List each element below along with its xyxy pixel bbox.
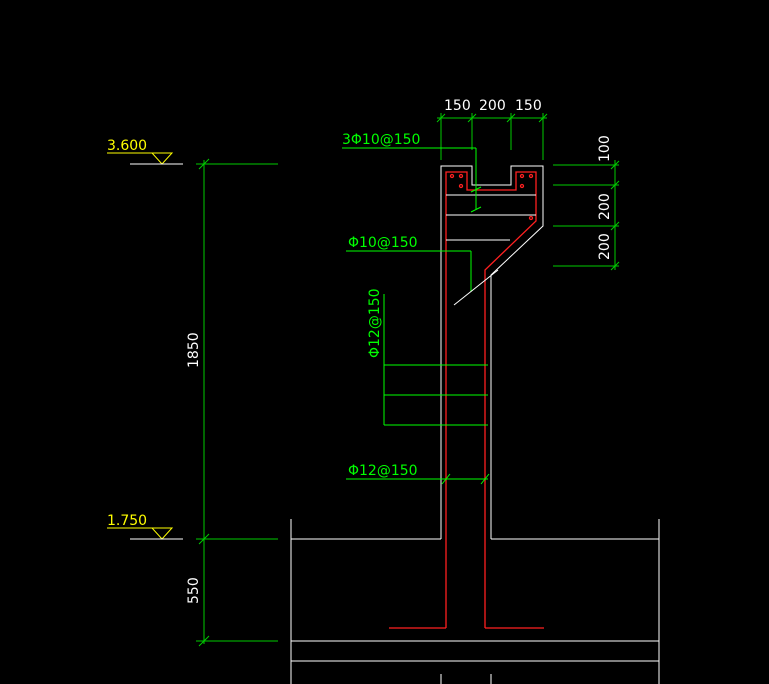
right-dimension-lines: [553, 160, 620, 271]
rebar-label-vertical: Φ12@150: [367, 288, 383, 358]
label-top-bars: [342, 147, 482, 213]
right-dim-200-lower: 200: [597, 233, 613, 260]
label-stirrup: [346, 250, 472, 292]
label-vertical-bars: [383, 294, 488, 426]
rebar-label-stirrup: Φ10@150: [348, 235, 418, 251]
right-dim-200-upper: 200: [597, 193, 613, 220]
elevation-marker-top: 3.600: [107, 138, 183, 165]
stirrup-leader-diagonal: [453, 269, 499, 306]
top-dim-left: 150: [444, 98, 471, 114]
elevation-bottom-label: 1.750: [107, 513, 147, 529]
dimension-wall-height: 1850: [186, 332, 202, 368]
internal-bars: [446, 194, 536, 241]
elevation-top-label: 3.600: [107, 138, 147, 154]
dimension-base-depth: 550: [186, 577, 202, 604]
rebar-label-bottom: Φ12@150: [348, 463, 418, 479]
right-dim-100: 100: [597, 135, 613, 162]
label-bottom-bars: [346, 473, 490, 485]
wall-outline: [290, 165, 660, 684]
top-dim-right: 150: [515, 98, 542, 114]
elevation-marker-bottom: 1.750: [107, 513, 183, 540]
rebar-label-top-bars: 3Φ10@150: [342, 132, 420, 148]
rebar: [389, 171, 544, 629]
left-dimension: [196, 158, 278, 647]
top-dimension-lines: [436, 113, 548, 160]
top-dim-mid: 200: [479, 98, 506, 114]
